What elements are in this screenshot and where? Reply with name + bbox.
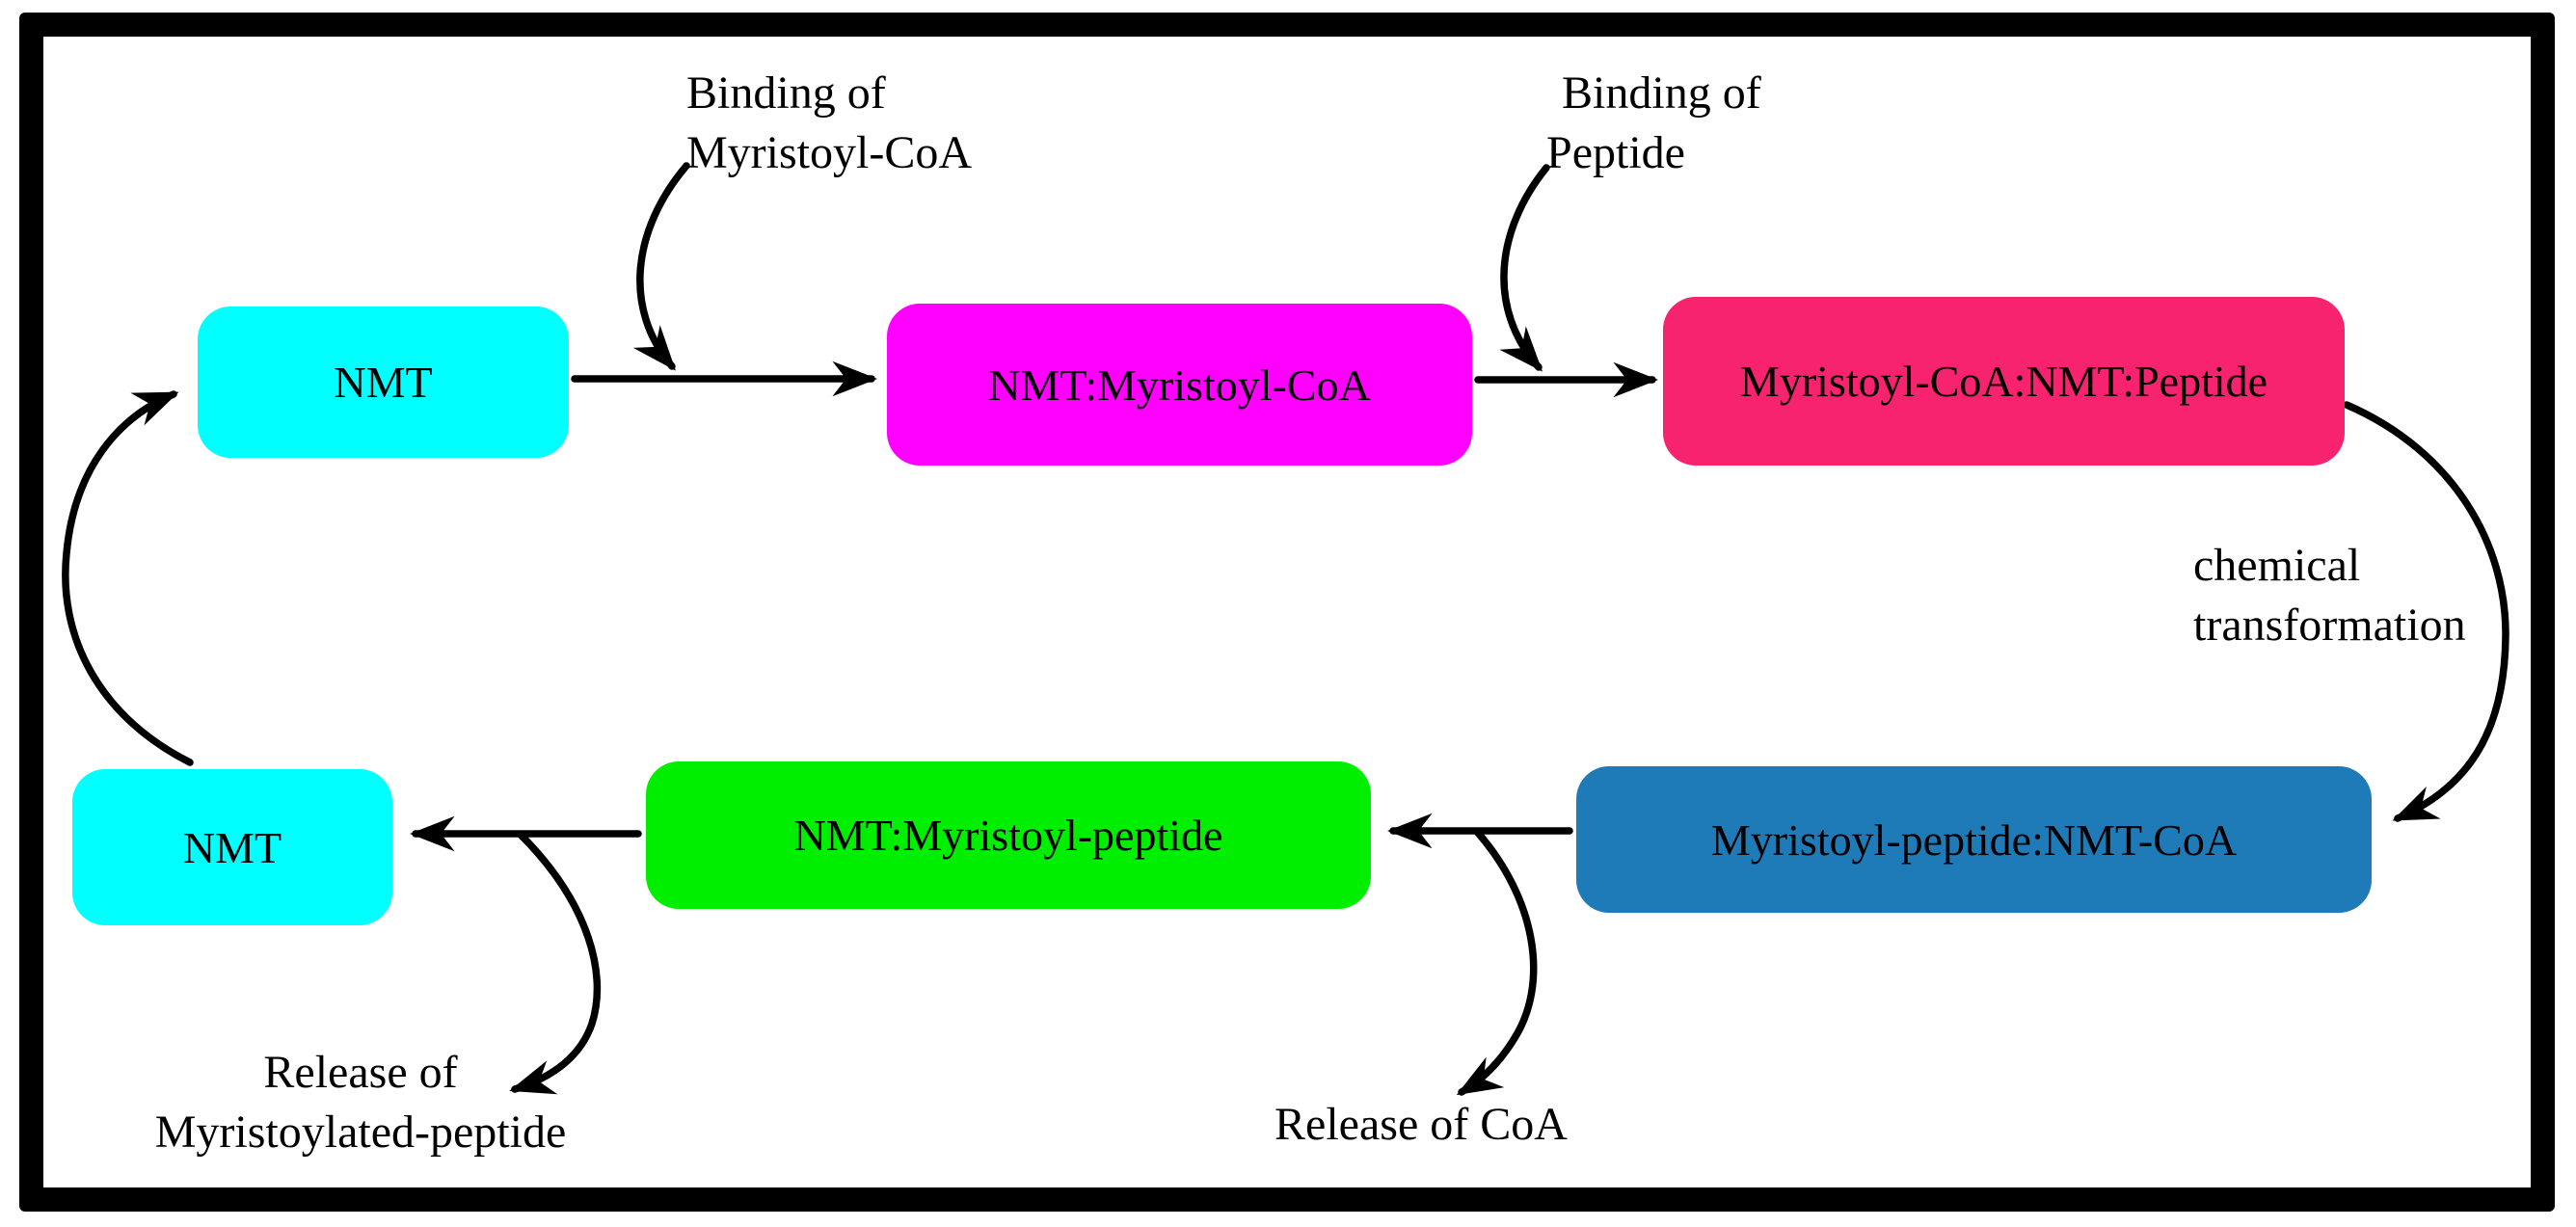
arrow-binding-myristoyl-coa <box>632 162 690 371</box>
label-line: Peptide <box>1546 127 1685 178</box>
label-line: chemical <box>2193 540 2361 591</box>
arrow-cycle-return-nmt <box>62 390 194 766</box>
label-line: Myristoyl-CoA <box>686 127 973 178</box>
label-line: Binding of <box>686 67 886 119</box>
label-line: Binding of <box>1562 67 1761 119</box>
node-nmt-bottom: NMT <box>72 769 392 925</box>
label-line: transformation <box>2193 600 2466 651</box>
node-nmt-myristoyl-coa: NMT:Myristoyl-CoA <box>887 304 1472 466</box>
arrow-release-myristoylated-peptide <box>509 831 602 1095</box>
label-binding-peptide: Binding of Peptide <box>1546 64 1761 183</box>
label-line: Myristoylated-peptide <box>154 1107 567 1158</box>
label-chemical-transformation: chemical transformation <box>2193 536 2466 655</box>
label-release-coa: Release of CoA <box>1275 1099 1568 1150</box>
node-myristoyl-coa-nmt-peptide: Myristoyl-CoA:NMT:Peptide <box>1663 297 2345 466</box>
arrow-release-coa <box>1456 829 1538 1096</box>
node-nmt-top: NMT <box>198 307 569 458</box>
node-myristoyl-peptide-nmt-coa: Myristoyl-peptide:NMT-CoA <box>1576 766 2372 913</box>
label-release-myristoylated-peptide: Release of Myristoylated-peptide <box>152 1043 569 1162</box>
diagram-border-frame <box>19 13 2555 1212</box>
arrow-chemical-transformation <box>2343 401 2509 822</box>
label-binding-myristoyl-coa: Binding of Myristoyl-CoA <box>686 64 972 183</box>
arrow-binding-peptide <box>1499 164 1550 372</box>
label-line: Release of <box>263 1047 458 1098</box>
node-nmt-myristoyl-peptide: NMT:Myristoyl-peptide <box>646 761 1371 909</box>
